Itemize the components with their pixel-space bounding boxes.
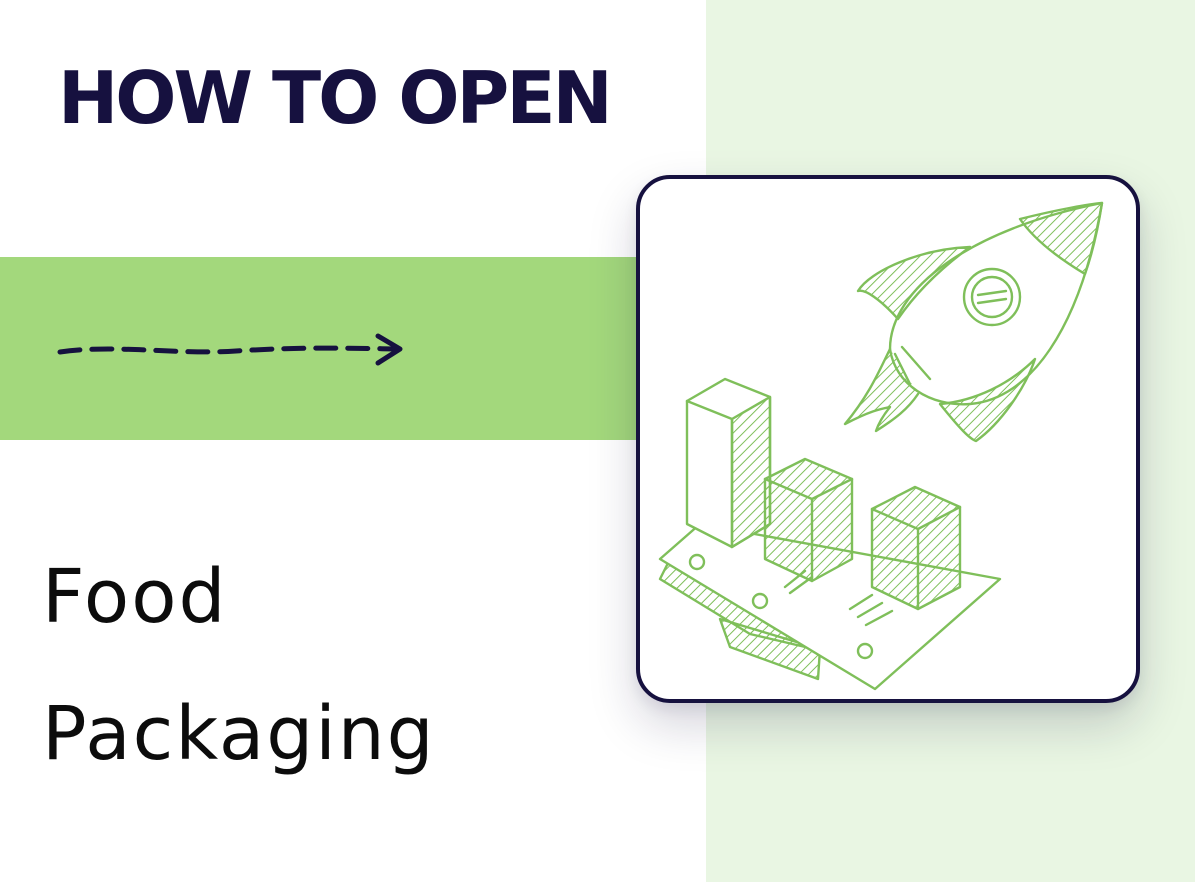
rocket-growth-illustration xyxy=(658,201,1104,691)
headline: HOW TO OPEN xyxy=(58,56,613,140)
bar-right-icon xyxy=(870,485,962,611)
subtitle-food: Food xyxy=(42,554,228,640)
bar-middle-icon xyxy=(763,457,854,583)
subtitle-packaging: Packaging xyxy=(42,691,436,777)
rocket-icon xyxy=(843,201,1104,443)
bar-tall-icon xyxy=(685,377,772,549)
dashed-arrow-icon xyxy=(57,333,403,366)
illustration-card xyxy=(636,175,1140,703)
